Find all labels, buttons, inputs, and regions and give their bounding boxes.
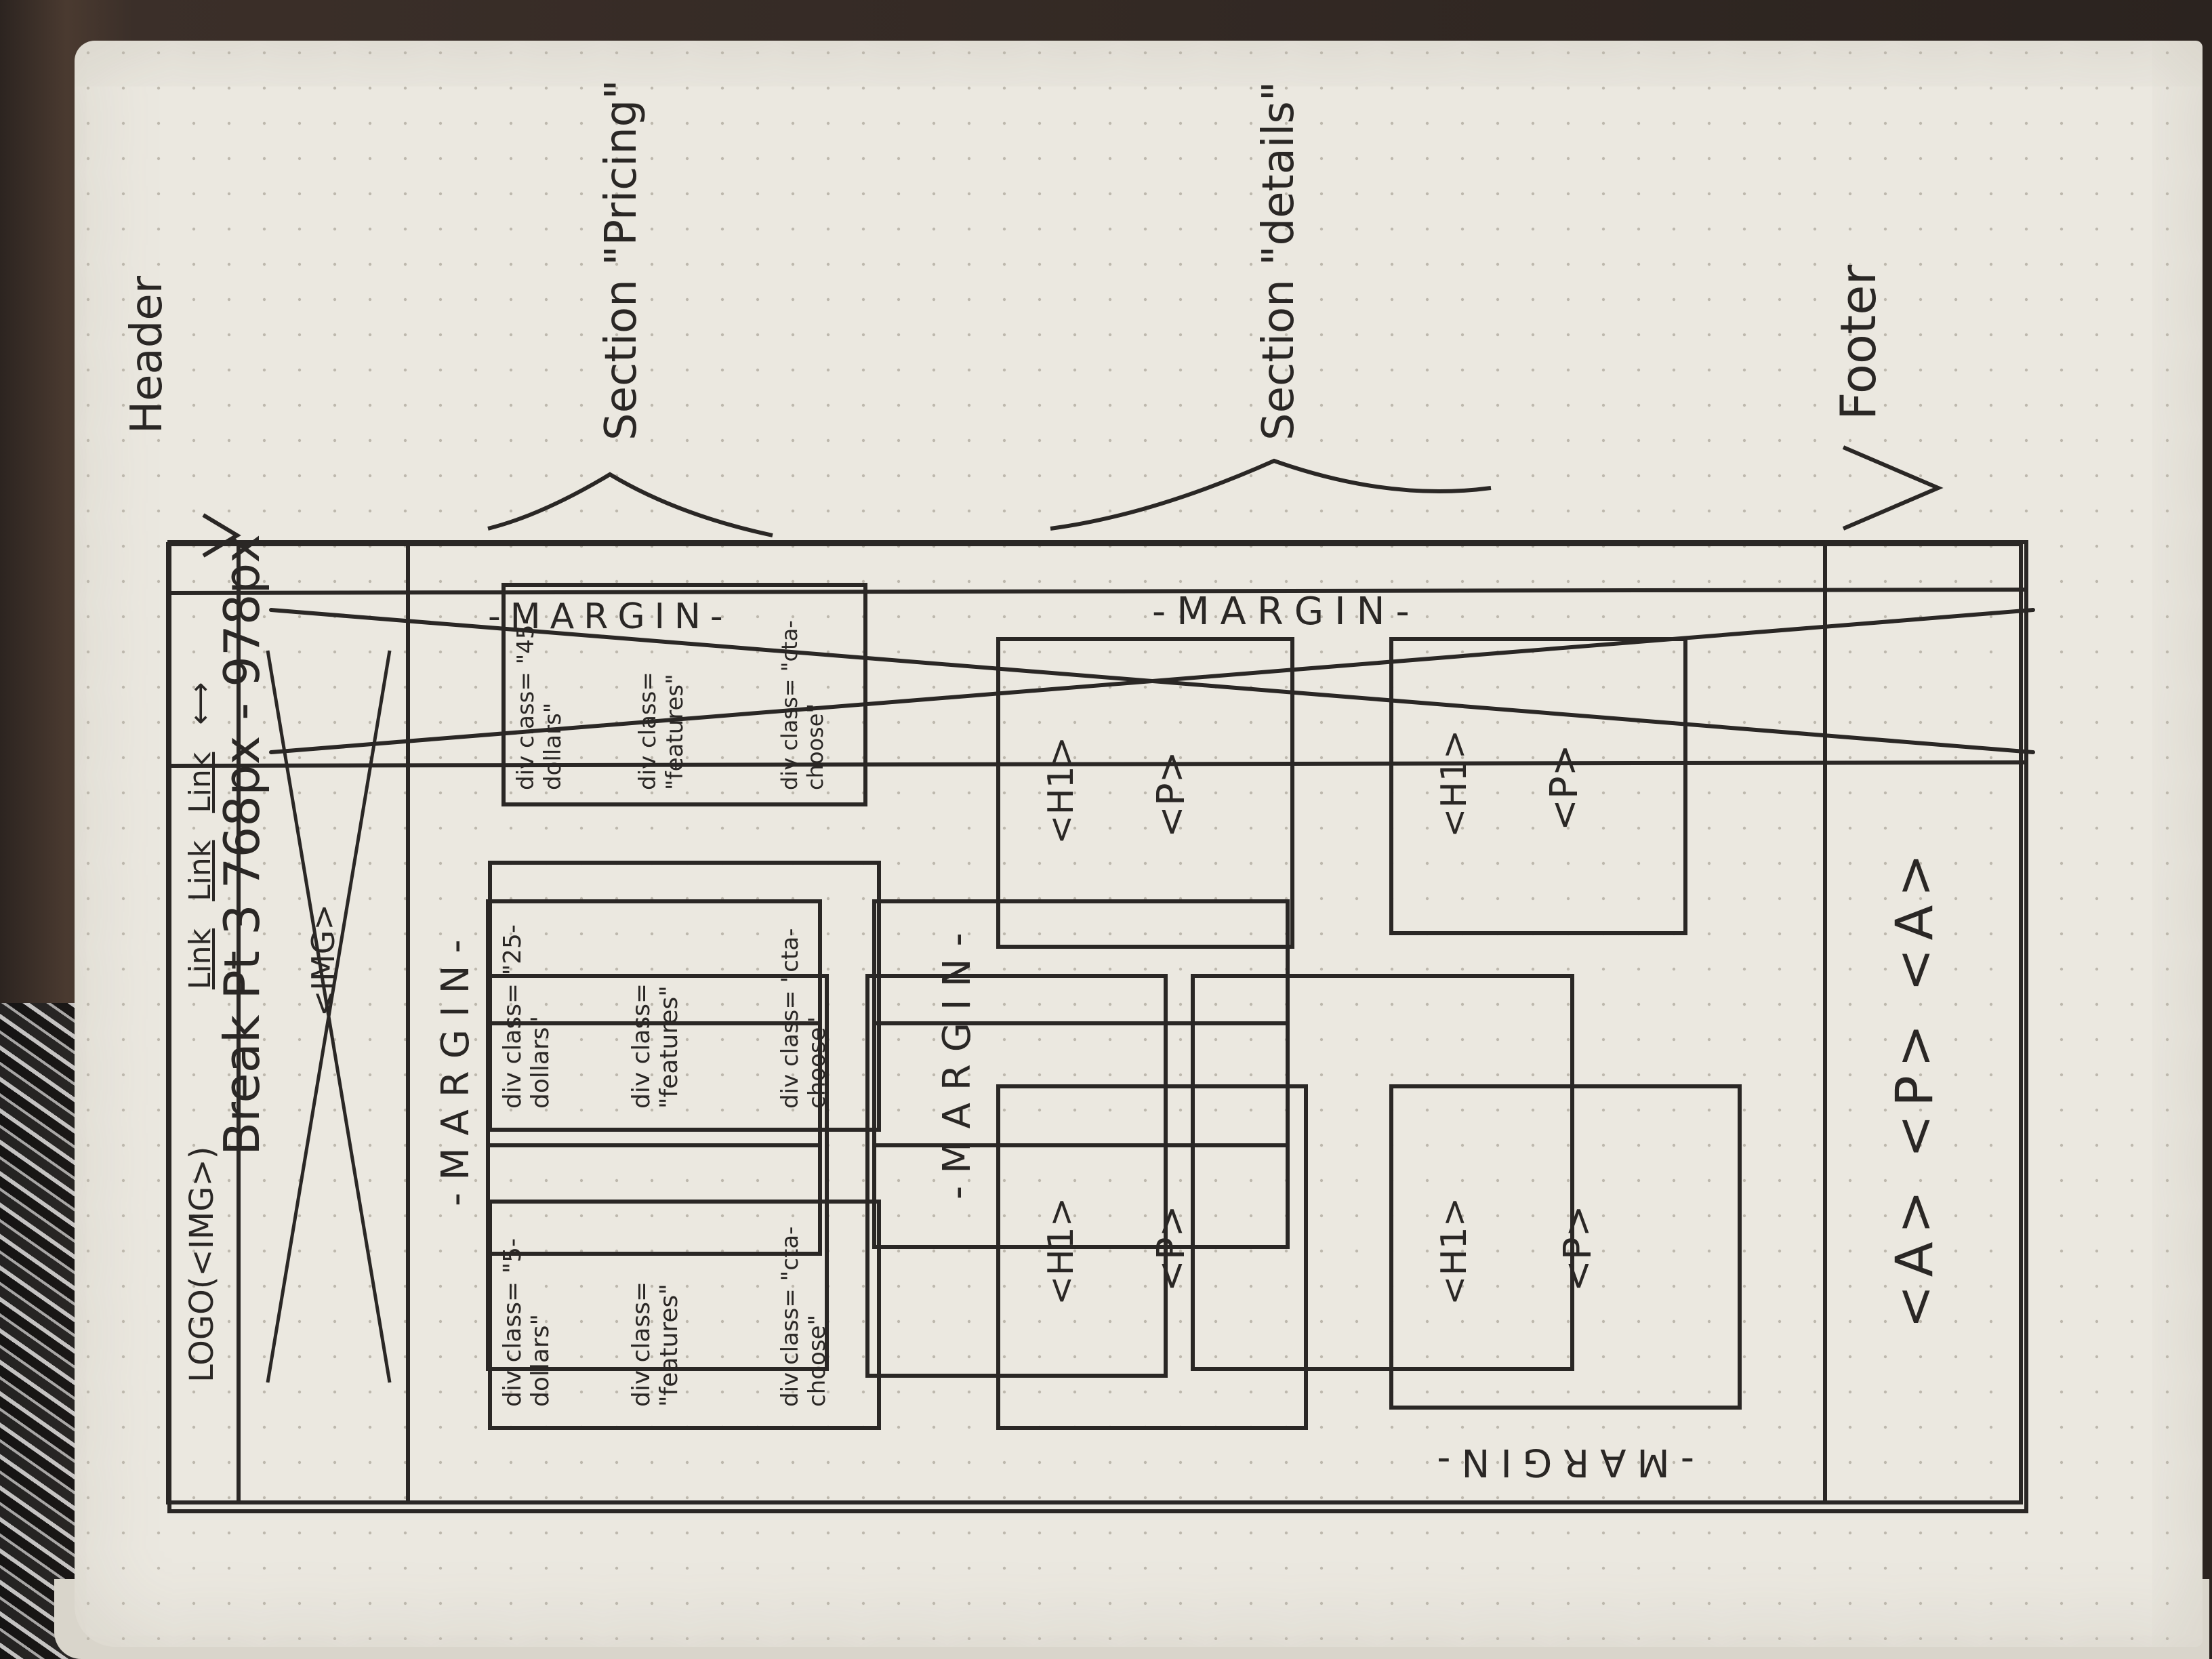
hero-divider xyxy=(167,760,2028,768)
pricing-card-b xyxy=(865,974,1168,1378)
hero-image-cross xyxy=(266,650,392,1383)
pricing-card-c xyxy=(1191,974,1574,1371)
viewport-frame xyxy=(166,542,2023,1504)
header-divider xyxy=(167,588,2028,595)
detail-card-2: <H1> <P> xyxy=(996,637,1294,949)
pricing-card-1 xyxy=(872,899,1290,1249)
hero-img-cross-b xyxy=(269,608,2035,754)
pricing-card-a xyxy=(486,974,829,1371)
detail-card-3: <H1> <P> xyxy=(1389,1084,1742,1410)
detail-card-1: <H1> <P> xyxy=(996,1084,1308,1430)
pricing-card-45-dollars: div class= "45-dollars" div class= "feat… xyxy=(501,583,867,806)
margin-label-3: -MARGIN- xyxy=(488,596,733,637)
margin-label-4: -MARGIN- xyxy=(1152,590,1420,634)
hero-image-block xyxy=(241,542,410,1504)
pricing-card-25-dollars: div class= "25-dollars" div class= "feat… xyxy=(488,861,881,1132)
pricing-card-5-dollars: div class= "5-dollars" div class= "featu… xyxy=(488,1200,881,1430)
detail-card-4: <H1> <P> xyxy=(1389,637,1687,935)
header-strip xyxy=(166,542,241,1504)
footer-block xyxy=(1823,542,2023,1504)
